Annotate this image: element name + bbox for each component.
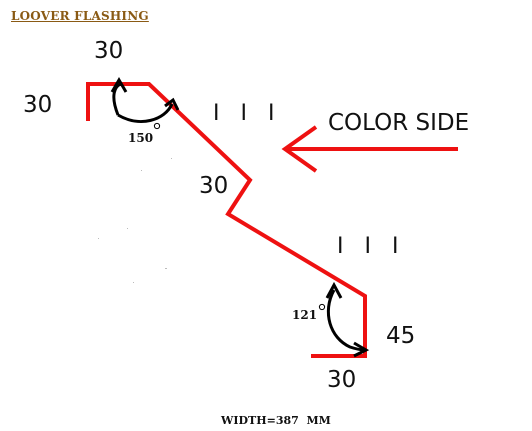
- angle-label-bottom: 121: [292, 308, 318, 322]
- angle-arc-top: [110, 77, 180, 123]
- dimension-label-right: 45: [386, 323, 416, 349]
- tick-marks-upper: I I I: [213, 101, 282, 126]
- degree-symbol-bottom: [318, 303, 326, 311]
- dimension-label-left: 30: [23, 92, 53, 118]
- dimension-label-middle: 30: [199, 173, 229, 199]
- color-side-arrow: [281, 125, 458, 173]
- flashing-profile-line: [86, 82, 367, 358]
- angle-label-top: 150: [128, 131, 154, 145]
- degree-symbol-top: [153, 122, 161, 130]
- tick-marks-lower: I I I: [337, 234, 406, 259]
- stray-dots: [98, 158, 172, 283]
- width-label: WIDTH=387 MM: [221, 414, 331, 427]
- diagram-title: LOOVER FLASHING: [11, 9, 149, 23]
- color-side-label: COLOR SIDE: [328, 110, 470, 136]
- dimension-label-bottom: 30: [327, 367, 357, 393]
- angle-arc-bottom: [325, 281, 370, 358]
- dimension-label-top: 30: [94, 38, 124, 64]
